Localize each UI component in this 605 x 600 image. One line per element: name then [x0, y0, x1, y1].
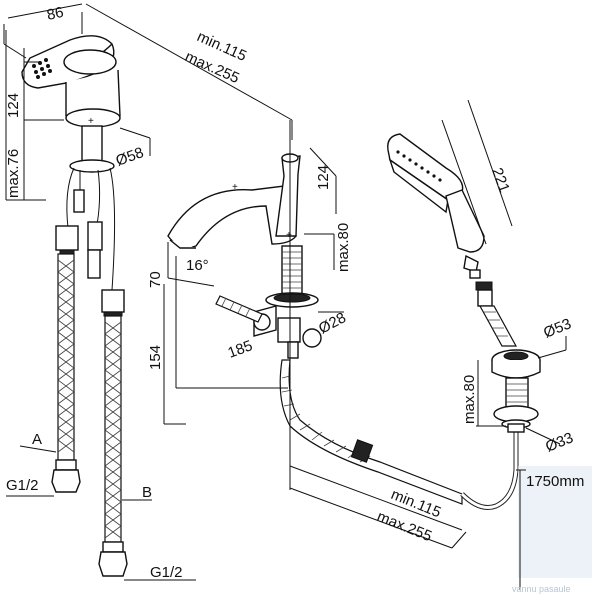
hose-length-callout — [516, 466, 592, 590]
handle-max-label: max.76 — [5, 149, 22, 198]
handle-dimensions — [3, 3, 151, 201]
supply-hose-a — [51, 253, 81, 493]
watermark: vannu pasaule — [512, 584, 571, 594]
spout-total-height-label: 154 — [147, 345, 164, 370]
svg-text:+: + — [286, 230, 292, 241]
shower-hose — [279, 359, 519, 510]
handle-base-diameter-label: Ø58 — [114, 144, 146, 170]
connector-a-label: A — [32, 431, 42, 448]
lever-grip-dots — [32, 58, 52, 79]
svg-text:+: + — [88, 116, 94, 127]
shower-holder — [491, 349, 541, 433]
spout-dimensions — [85, 3, 467, 549]
connector-b-label: B — [142, 484, 152, 501]
spout-height-label: 124 — [315, 165, 332, 190]
shower-length-label: 221 — [488, 166, 513, 195]
hand-shower — [387, 133, 518, 347]
holder-base-diameter-label: Ø33 — [543, 429, 576, 455]
mixer-handle: + — [21, 35, 125, 317]
spout-reach-label: 185 — [226, 337, 255, 362]
angle-label: 16° — [186, 257, 209, 274]
supply-hose-b — [98, 315, 128, 577]
spout: + + — [167, 153, 322, 359]
handle-height-label: 124 — [5, 93, 22, 118]
thread-b-label: G1/2 — [150, 564, 183, 581]
spout-base-diameter-label: Ø28 — [316, 309, 349, 337]
holder-max-label: max.80 — [461, 375, 478, 424]
spout-clearance-label: 70 — [147, 271, 164, 288]
hose-length-label: 1750mm — [526, 473, 584, 490]
svg-text:+: + — [232, 182, 238, 193]
holder-top-diameter-label: Ø53 — [541, 315, 574, 341]
deck-max-label: max.80 — [335, 223, 352, 272]
leader-a — [19, 445, 57, 453]
holder-dimensions — [441, 99, 567, 445]
thread-a-label: G1/2 — [6, 477, 39, 494]
shower-nozzles — [396, 150, 442, 182]
handle-width-label: 86 — [45, 4, 65, 24]
